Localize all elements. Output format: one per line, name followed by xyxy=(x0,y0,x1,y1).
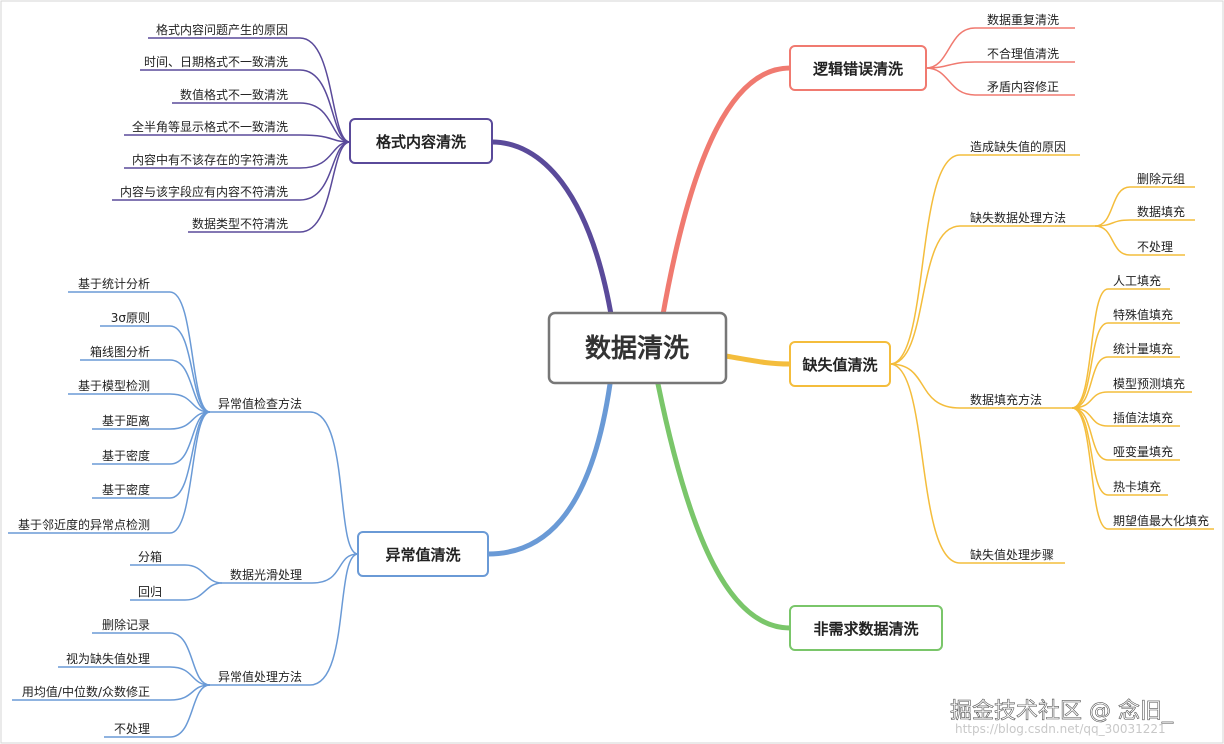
trunk-outlier xyxy=(485,381,613,557)
list-item[interactable]: 统计量填充 xyxy=(1113,341,1173,356)
list-item[interactable]: 内容中有不该存在的字符清洗 xyxy=(132,152,288,167)
list-item[interactable]: 全半角等显示格式不一致清洗 xyxy=(132,119,288,134)
watermark: https://blog.csdn.net/qq_30031221 掘金技术社区… xyxy=(950,699,1175,736)
list-item[interactable]: 基于统计分析 xyxy=(78,277,150,291)
list-item[interactable]: 数据填充 xyxy=(1137,204,1185,219)
list-item[interactable]: 不处理 xyxy=(1137,240,1173,254)
list-item[interactable]: 回归 xyxy=(138,585,162,599)
list-item[interactable]: 箱线图分析 xyxy=(90,344,150,359)
branch-logic-label: 逻辑错误清洗 xyxy=(813,60,903,78)
list-item[interactable]: 基于密度 xyxy=(102,448,150,463)
format-connectors xyxy=(112,37,351,233)
branch-missing-label: 缺失值清洗 xyxy=(801,356,877,374)
outlier-connectors xyxy=(8,291,359,738)
branch-unneeded-label: 非需求数据清洗 xyxy=(813,620,918,638)
list-item[interactable]: 基于模型检测 xyxy=(78,378,150,393)
branch-unneeded[interactable]: 非需求数据清洗 xyxy=(789,605,943,651)
list-item[interactable]: 基于密度 xyxy=(102,482,150,497)
trunk-missing xyxy=(723,353,793,367)
outlier-detect[interactable]: 异常值检查方法 xyxy=(218,396,302,411)
format-items: 格式内容问题产生的原因 时间、日期格式不一致清洗 数值格式不一致清洗 全半角等显… xyxy=(120,22,288,231)
branch-format[interactable]: 格式内容清洗 xyxy=(349,118,493,164)
list-item[interactable]: 格式内容问题产生的原因 xyxy=(156,22,288,37)
branch-outlier[interactable]: 异常值清洗 xyxy=(357,531,489,577)
list-item[interactable]: 人工填充 xyxy=(1113,273,1161,288)
branch-format-label: 格式内容清洗 xyxy=(376,133,466,151)
list-item[interactable]: 热卡填充 xyxy=(1113,479,1161,494)
list-item[interactable]: 分箱 xyxy=(138,549,162,564)
list-item[interactable]: 矛盾内容修正 xyxy=(987,79,1059,94)
list-item[interactable]: 数据类型不符清洗 xyxy=(192,216,288,231)
list-item[interactable]: 不合理值清洗 xyxy=(987,46,1059,61)
branch-missing[interactable]: 缺失值清洗 xyxy=(789,341,891,387)
outlier-items: 异常值检查方法 基于统计分析 3σ原则 箱线图分析 基于模型检测 基于距离 基于… xyxy=(18,277,302,736)
missing-connectors xyxy=(889,154,1214,564)
missing-method[interactable]: 缺失数据处理方法 xyxy=(970,210,1066,225)
list-item[interactable]: 视为缺失值处理 xyxy=(66,651,150,666)
missing-items: 造成缺失值的原因 缺失数据处理方法 删除元组 数据填充 不处理 数据填充方法 人… xyxy=(970,139,1209,562)
list-item[interactable]: 插值法填充 xyxy=(1113,410,1173,425)
list-item[interactable]: 哑变量填充 xyxy=(1113,444,1173,459)
branch-outlier-label: 异常值清洗 xyxy=(385,546,460,564)
list-item[interactable]: 期望值最大化填充 xyxy=(1113,513,1209,528)
logic-connectors xyxy=(925,27,1075,96)
list-item[interactable]: 不处理 xyxy=(114,722,150,736)
watermark-url: https://blog.csdn.net/qq_30031221 xyxy=(955,722,1166,736)
outlier-smooth[interactable]: 数据光滑处理 xyxy=(230,567,302,582)
list-item[interactable]: 基于邻近度的异常点检测 xyxy=(18,517,150,532)
outlier-handle[interactable]: 异常值处理方法 xyxy=(218,669,302,684)
watermark-text: 掘金技术社区 @ 念旧_ xyxy=(950,699,1174,724)
list-item[interactable]: 删除元组 xyxy=(1137,171,1185,186)
list-item[interactable]: 3σ原则 xyxy=(111,311,150,325)
center-node[interactable]: 数据清洗 xyxy=(547,311,728,385)
missing-reason[interactable]: 造成缺失值的原因 xyxy=(970,139,1066,154)
main-branches xyxy=(485,65,793,631)
center-label: 数据清洗 xyxy=(585,334,689,364)
list-item[interactable]: 模型预测填充 xyxy=(1113,376,1185,391)
missing-fill[interactable]: 数据填充方法 xyxy=(970,392,1042,407)
list-item[interactable]: 特殊值填充 xyxy=(1113,307,1173,322)
list-item[interactable]: 数值格式不一致清洗 xyxy=(180,87,288,102)
list-item[interactable]: 用均值/中位数/众数修正 xyxy=(22,684,150,699)
list-item[interactable]: 时间、日期格式不一致清洗 xyxy=(144,54,288,69)
list-item[interactable]: 删除记录 xyxy=(102,617,150,632)
branch-logic[interactable]: 逻辑错误清洗 xyxy=(789,45,927,91)
list-item[interactable]: 基于距离 xyxy=(102,413,150,428)
list-item[interactable]: 数据重复清洗 xyxy=(987,12,1059,27)
logic-items: 数据重复清洗 不合理值清洗 矛盾内容修正 xyxy=(987,12,1059,94)
list-item[interactable]: 内容与该字段应有内容不符清洗 xyxy=(120,184,288,199)
trunk-unneeded xyxy=(655,381,793,631)
trunk-format xyxy=(489,139,615,323)
missing-steps[interactable]: 缺失值处理步骤 xyxy=(970,547,1054,562)
trunk-logic xyxy=(659,65,793,323)
